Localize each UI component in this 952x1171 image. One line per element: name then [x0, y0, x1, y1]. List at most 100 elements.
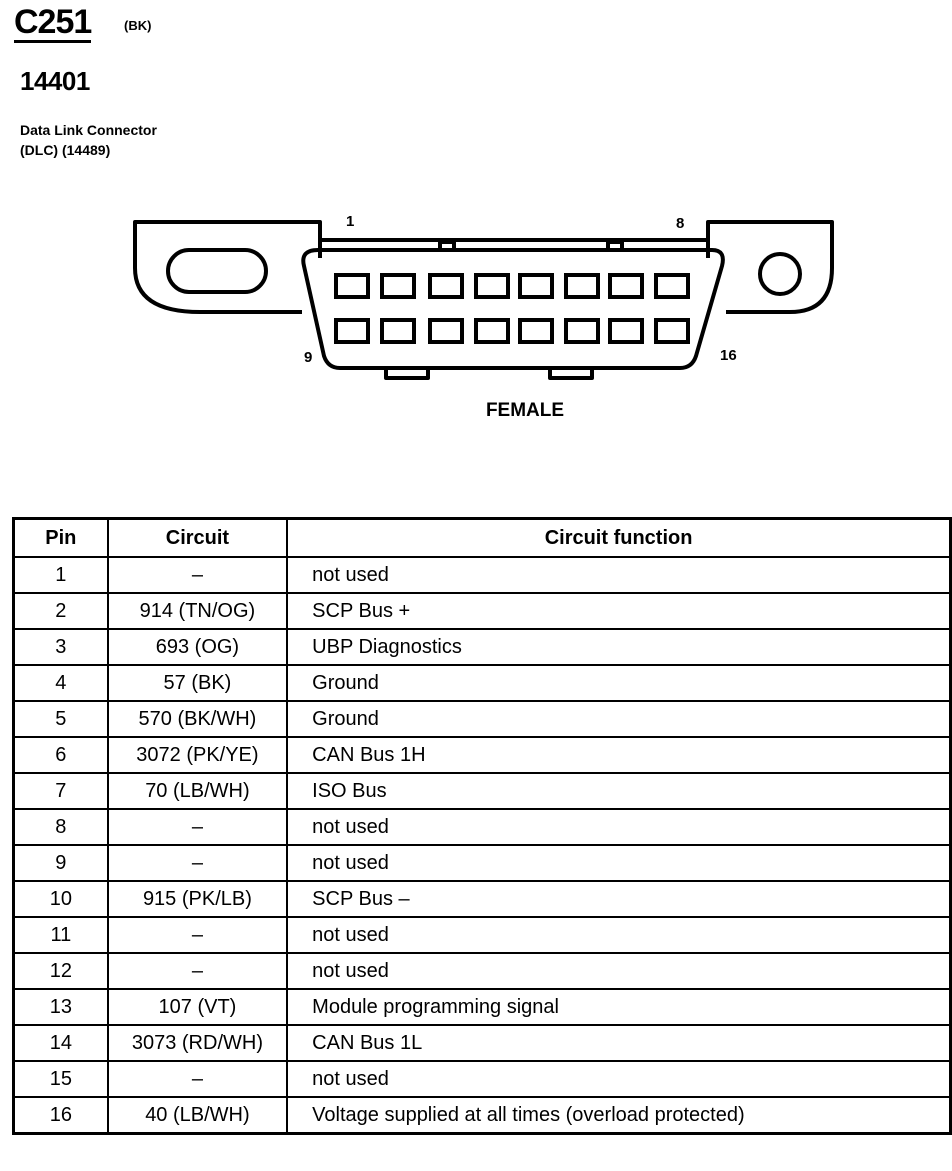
- circuit-cell: 693 (OG): [106, 628, 289, 666]
- pin-socket-1: [334, 273, 370, 299]
- circuit-cell: 3073 (RD/WH): [106, 1024, 289, 1062]
- part-number: 14401: [20, 66, 90, 96]
- pin-socket-10: [380, 318, 416, 344]
- table-row: 12–not used: [12, 952, 952, 990]
- circuit-cell: –: [106, 1060, 289, 1098]
- pin-label-9: 9: [304, 349, 312, 366]
- table-row: 1–not used: [12, 556, 952, 594]
- description-line-2: (DLC) (14489): [20, 142, 111, 158]
- pin-cell: 2: [12, 592, 109, 630]
- pin-socket-2: [380, 273, 416, 299]
- right-mounting-hole: [758, 252, 802, 296]
- function-cell: Ground: [286, 664, 952, 702]
- circuit-cell: 3072 (PK/YE): [106, 736, 289, 774]
- left-mounting-flange: [133, 220, 322, 314]
- pin-label-1: 1: [346, 213, 354, 230]
- circuit-cell: –: [106, 556, 289, 594]
- connector-diagram: 1 8 9 16: [133, 213, 834, 380]
- table-row: 11–not used: [12, 916, 952, 954]
- header-circuit: Circuit: [106, 517, 289, 558]
- circuit-cell: –: [106, 952, 289, 990]
- function-cell: SCP Bus –: [286, 880, 952, 918]
- pin-cell: 12: [12, 952, 109, 990]
- circuit-cell: –: [106, 808, 289, 846]
- pin-socket-16: [654, 318, 690, 344]
- description-line-1: Data Link Connector: [20, 122, 157, 138]
- function-cell: CAN Bus 1H: [286, 736, 952, 774]
- pin-cell: 4: [12, 664, 109, 702]
- pin-socket-15: [608, 318, 644, 344]
- pin-cell: 6: [12, 736, 109, 774]
- connector-id: C251: [14, 3, 92, 43]
- pin-label-8: 8: [676, 215, 684, 232]
- circuit-cell: –: [106, 844, 289, 882]
- circuit-cell: 70 (LB/WH): [106, 772, 289, 810]
- pin-cell: 3: [12, 628, 109, 666]
- table-row: 8–not used: [12, 808, 952, 846]
- header-pin: Pin: [12, 517, 109, 558]
- bottom-tab-left: [384, 366, 430, 380]
- circuit-cell: 570 (BK/WH): [106, 700, 289, 738]
- function-cell: not used: [286, 556, 952, 594]
- pin-cell: 7: [12, 772, 109, 810]
- pin-socket-8: [654, 273, 690, 299]
- circuit-cell: 57 (BK): [106, 664, 289, 702]
- bottom-tab-right: [548, 366, 594, 380]
- pin-socket-6: [564, 273, 600, 299]
- pin-socket-11: [428, 318, 464, 344]
- function-cell: SCP Bus +: [286, 592, 952, 630]
- circuit-cell: 914 (TN/OG): [106, 592, 289, 630]
- pin-cell: 9: [12, 844, 109, 882]
- header-circuit-function: Circuit function: [286, 517, 952, 558]
- function-cell: CAN Bus 1L: [286, 1024, 952, 1062]
- table-row: 9–not used: [12, 844, 952, 882]
- left-mounting-slot: [166, 248, 268, 294]
- connector-description: Data Link Connector (DLC) (14489): [20, 120, 157, 160]
- pin-cell: 15: [12, 1060, 109, 1098]
- pin-socket-5: [518, 273, 554, 299]
- connector-shroud: [301, 248, 725, 370]
- pin-cell: 11: [12, 916, 109, 954]
- pin-socket-3: [428, 273, 464, 299]
- table-row: 15–not used: [12, 1060, 952, 1098]
- pin-cell: 13: [12, 988, 109, 1026]
- function-cell: Voltage supplied at all times (overload …: [286, 1096, 952, 1135]
- function-cell: Ground: [286, 700, 952, 738]
- circuit-cell: –: [106, 916, 289, 954]
- pin-socket-13: [518, 318, 554, 344]
- table-header-row: Pin Circuit Circuit function: [12, 517, 952, 558]
- pin-socket-7: [608, 273, 644, 299]
- pin-cell: 10: [12, 880, 109, 918]
- pin-cell: 14: [12, 1024, 109, 1062]
- function-cell: not used: [286, 1060, 952, 1098]
- pin-socket-9: [334, 318, 370, 344]
- function-cell: not used: [286, 808, 952, 846]
- pin-label-16: 16: [720, 347, 737, 364]
- pin-cell: 5: [12, 700, 109, 738]
- function-cell: not used: [286, 844, 952, 882]
- pin-socket-12: [474, 318, 510, 344]
- function-cell: Module programming signal: [286, 988, 952, 1026]
- circuit-cell: 915 (PK/LB): [106, 880, 289, 918]
- pin-cell: 16: [12, 1096, 109, 1135]
- pin-socket-14: [564, 318, 600, 344]
- circuit-cell: 107 (VT): [106, 988, 289, 1026]
- right-mounting-flange: [706, 220, 834, 314]
- pin-cell: 1: [12, 556, 109, 594]
- pin-cell: 8: [12, 808, 109, 846]
- connector-gender-label: FEMALE: [485, 400, 565, 421]
- pin-socket-4: [474, 273, 510, 299]
- function-cell: UBP Diagnostics: [286, 628, 952, 666]
